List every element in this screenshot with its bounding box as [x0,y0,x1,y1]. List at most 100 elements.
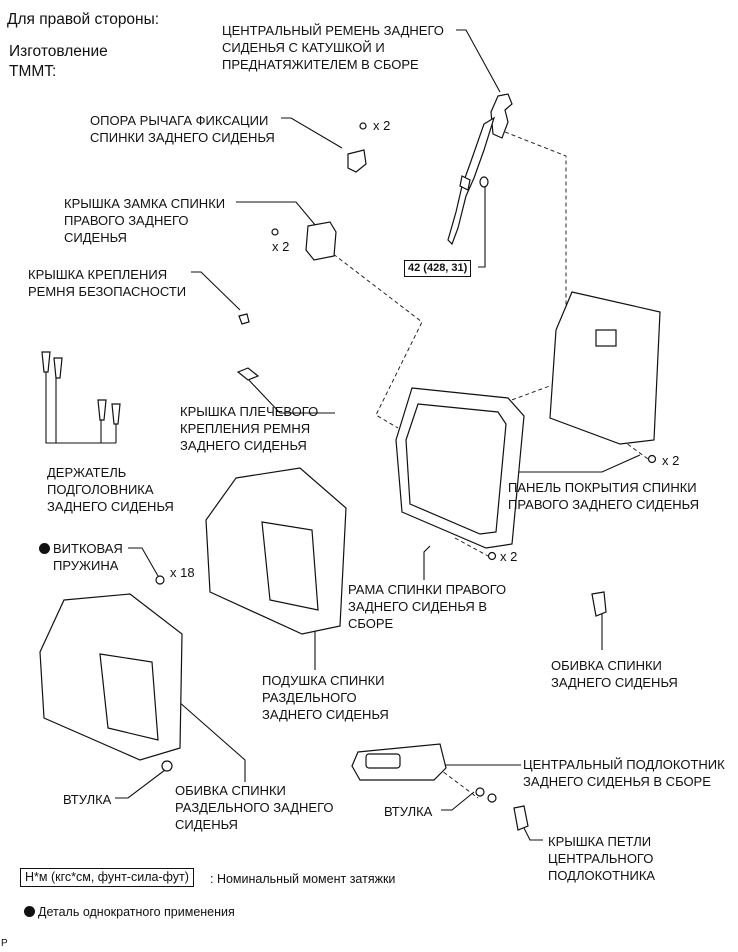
label-center-belt-2: СИДЕНЬЯ С КАТУШКОЙ И [222,40,385,55]
leader-lock-lever-support [281,117,343,149]
label-armrest-2: ЗАДНЕГО СИДЕНЬЯ В СБОРЕ [523,774,711,789]
leader-lock-cover [236,201,317,227]
label-split-cover-1: ОБИВКА СПИНКИ [175,783,286,798]
legend-unit-text: : Номинальный момент затяжки [210,872,396,886]
lock-lever-support [347,149,367,173]
label-lock-cover-3: СИДЕНЬЯ [64,230,127,245]
bushing-left-part [161,760,173,772]
dash-cover-to-frame [327,249,423,429]
qty-back-panel: x 2 [662,453,680,468]
label-back-trim-1: ОБИВКА СПИНКИ [551,658,662,673]
label-headrest-1: ДЕРЖАТЕЛЬ [47,465,127,480]
label-spring-text-1: ВИТКОВАЯ [53,541,123,556]
footer-code: P [1,938,8,949]
label-back-panel-1: ПАНЕЛЬ ПОКРЫТИЯ СПИНКИ [508,480,697,495]
label-shoulder-1: КРЫШКА ПЛЕЧЕВОГО [180,404,319,419]
leader-shoulder-anchor-cover [245,376,335,414]
label-split-cover-3: СИДЕНЬЯ [175,817,238,832]
frame-inner [405,403,507,535]
armrest-cup [365,753,401,769]
leader-belt-anchor-cover [191,271,241,311]
legend-single-use-text: Деталь однократного применения [38,905,235,919]
screw-frame [487,551,497,561]
headrest-holder-3 [97,399,107,421]
dash-frame-screw [454,537,489,557]
screw-lock-lever [359,122,367,130]
leader-coil-spring [128,547,159,577]
headrest-holder-4 [111,403,121,425]
label-lock-cover-2: ПРАВОГО ЗАДНЕГО [64,213,189,228]
shoulder-anchor-cover [236,367,260,381]
label-headrest-3: ЗАДНЕГО СИДЕНЬЯ [47,499,174,514]
label-belt-anchor-1: КРЫШКА КРЕПЛЕНИЯ [28,267,168,282]
leader-split-cover [161,686,246,782]
label-frame-1: РАМА СПИНКИ ПРАВОГО [348,582,507,597]
label-hinge-3: ПОДЛОКОТНИКА [548,868,656,883]
bushing-right-part [475,787,485,797]
label-pad-1: ПОДУШКА СПИНКИ [262,673,385,688]
belt-webbing [447,116,496,246]
back-trim [591,591,607,617]
retractor [490,93,513,139]
hinge-cover [513,805,529,831]
label-belt-anchor-2: РЕМНЯ БЕЗОПАСНОСТИ [28,284,187,299]
lock-cover [305,221,337,261]
label-center-belt-3: ПРЕДНАТЯЖИТЕЛЕМ В СБОРЕ [222,57,419,72]
label-hinge-2: ЦЕНТРАЛЬНОГО [548,851,654,866]
label-shoulder-2: КРЕПЛЕНИЯ РЕМНЯ [180,421,311,436]
label-shoulder-3: ЗАДНЕГО СИДЕНЬЯ [180,438,307,453]
dash-belt-to-frame [497,131,567,406]
label-frame-3: СБОРЕ [348,616,394,631]
leader-frame [423,545,431,580]
label-spring-1: ВИТКОВАЯ [39,541,123,557]
label-lock-lever-2: СПИНКИ ЗАДНЕГО СИДЕНЬЯ [90,130,275,145]
label-armrest-1: ЦЕНТРАЛЬНЫЙ ПОДЛОКОТНИК [523,757,725,772]
leader-back-panel [507,454,641,473]
label-bushing-right: ВТУЛКА [384,804,433,819]
panel-slot [595,329,617,347]
label-lock-cover-1: КРЫШКА ЗАМКА СПИНКИ [64,196,226,211]
pad-inner [261,521,319,611]
screw-lock-cover [271,228,279,236]
make-label-1: Изготовление [9,43,108,60]
leader-torque [478,187,486,268]
legend-single-use: Деталь однократного применения [24,905,235,921]
qty-lock-lever: x 2 [373,118,391,133]
label-split-cover-2: РАЗДЕЛЬНОГО ЗАДНЕГО [175,800,334,815]
leader-center-belt [456,29,501,93]
coil-spring [155,575,165,585]
back-cover-panel [549,291,661,445]
dash-panel-screw [621,439,649,460]
label-back-trim-2: ЗАДНЕГО СИДЕНЬЯ [551,675,678,690]
make-label-2: TMMT: [9,63,57,80]
label-back-panel-2: ПРАВОГО ЗАДНЕГО СИДЕНЬЯ [508,497,699,512]
label-bushing-left: ВТУЛКА [63,792,112,807]
cover-inner [99,653,159,741]
single-use-dot-icon [39,543,50,554]
headrest-holder-2 [53,357,63,379]
label-pad-3: ЗАДНЕГО СИДЕНЬЯ [262,707,389,722]
label-pad-2: РАЗДЕЛЬНОГО [262,690,357,705]
belt-anchor-cover [238,313,250,325]
leader-bushing-right [441,791,475,811]
qty-frame: x 2 [500,549,518,564]
label-headrest-2: ПОДГОЛОВНИКА [47,482,154,497]
screw-panel [647,454,657,464]
label-frame-2: ЗАДНЕГО СИДЕНЬЯ В [348,599,488,614]
legend-unit-box: Н*м (кгс*см, фунт-сила-фут) [20,868,194,887]
label-lock-lever-1: ОПОРА РЫЧАГА ФИКСАЦИИ [90,113,269,128]
side-label: Для правой стороны: [7,11,160,28]
single-use-legend-dot-icon [24,906,35,917]
bushing-right-pin [487,793,497,803]
belt-buckle [459,175,471,191]
headrest-holder-1 [41,351,51,373]
qty-spring: x 18 [170,565,195,580]
label-center-belt-1: ЦЕНТРАЛЬНЫЙ РЕМЕНЬ ЗАДНЕГО [222,23,444,38]
leader-headrest-bracket [45,362,116,444]
label-spring-2: ПРУЖИНА [53,558,119,573]
torque-bolt [479,176,489,188]
leader-bushing-left [115,769,166,799]
torque-spec: 42 (428, 31) [404,260,472,277]
label-hinge-1: КРЫШКА ПЕТЛИ [548,834,652,849]
